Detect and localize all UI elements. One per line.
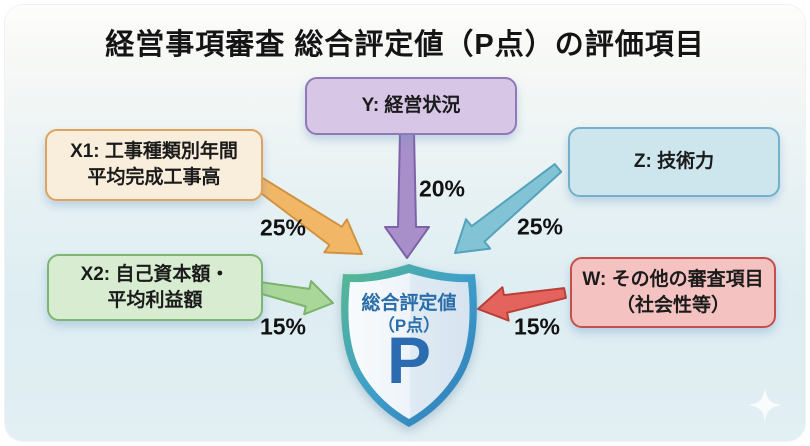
weight-label-y: 20% [418, 175, 466, 202]
page-title: 経営事項審査 総合評定値（P点）の評価項目 [105, 29, 705, 61]
weight-label-x1: 25% [259, 214, 307, 241]
weight-label-z: 25% [516, 213, 564, 240]
node-z-label: Z: 技術力 [633, 151, 715, 173]
arrow-x2-to-p [250, 280, 334, 316]
node-x1-label-line1: X1: 工事種類別年間 [70, 141, 238, 163]
node-w-other-items: W: その他の審査項目 （社会性等） [570, 257, 776, 328]
weight-label-w: 15% [513, 313, 561, 340]
shield-letter-p: P [387, 323, 431, 397]
node-z-technical-ability: Z: 技術力 [568, 127, 780, 197]
shield-subtitle: （P点） [378, 315, 440, 335]
sparkle-star-icon [748, 388, 782, 422]
node-y-management-condition: Y: 経営状況 [305, 77, 517, 135]
node-x1-annual-completed-work: X1: 工事種類別年間 平均完成工事高 [45, 129, 263, 201]
node-x2-label-line1: X2: 自己資本額・ [80, 263, 230, 285]
p-score-shield-badge: 総合評定値 （P点） P [341, 264, 477, 427]
diagram-canvas: 経営事項審査 総合評定値（P点）の評価項目 X1: 工事種類別年間 平均完成工事… [5, 5, 805, 441]
sparkle-layer [748, 388, 782, 422]
node-x2-label-line2: 平均利益額 [107, 289, 203, 311]
arrow-layer [228, 131, 567, 322]
node-w-label-line1: W: その他の審査項目 [582, 268, 764, 290]
weight-label-x2: 15% [259, 313, 307, 340]
node-x1-label-line2: 平均完成工事高 [87, 167, 221, 188]
node-y-label: Y: 経営状況 [361, 95, 461, 117]
node-x2-capital-profit: X2: 自己資本額・ 平均利益額 [47, 254, 263, 321]
node-w-label-line2: （社会性等） [615, 294, 730, 316]
shield-title: 総合評定値 [361, 291, 456, 314]
shield-icon: 総合評定値 （P点） P [341, 264, 477, 427]
